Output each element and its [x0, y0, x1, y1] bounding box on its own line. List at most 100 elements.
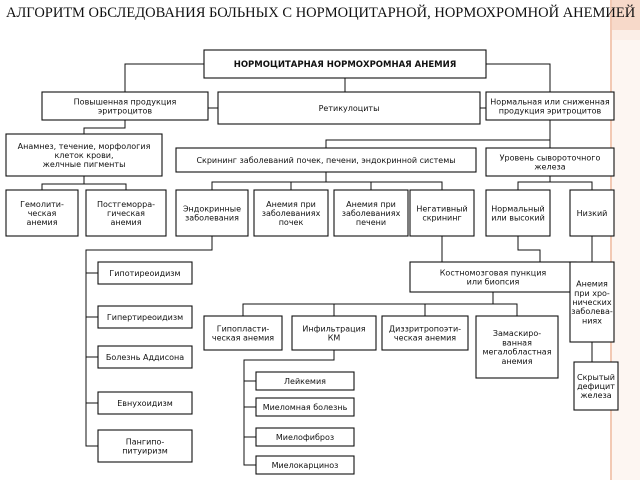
node-label-line: мегалобластная [482, 348, 551, 357]
node-label-line: питуиризм [122, 447, 168, 456]
node-label-line: НОРМОЦИТАРНАЯ НОРМОХРОМНАЯ АНЕМИЯ [234, 60, 457, 70]
node-box [485, 189, 551, 237]
connector-line [211, 172, 327, 190]
node-hyperthyroidism: Гипертиреоидизм [97, 305, 193, 329]
node-box [255, 455, 355, 475]
node-label-line: железа [534, 163, 565, 172]
node-reticulocytes: Ретикулоциты [217, 91, 481, 125]
node-label-line: Ретикулоциты [319, 104, 380, 113]
node-box [41, 91, 209, 121]
node-label-line: при хро- [574, 289, 610, 298]
connector-line [242, 292, 494, 316]
node-label-line: ческая [28, 209, 57, 218]
node-label-line: Диззритропоэти- [389, 324, 461, 333]
node-label-line: ческая анемия [394, 334, 456, 343]
node-label-line: Гипотиреоидизм [109, 269, 180, 278]
node-hypothyroidism: Гипотиреоидизм [97, 261, 193, 285]
node-label-line: Низкий [577, 209, 608, 218]
node-box [175, 147, 477, 173]
node-box [381, 315, 469, 351]
node-label-line: КМ [328, 334, 341, 343]
node-box [333, 189, 409, 237]
node-box [97, 391, 193, 415]
node-box [97, 261, 193, 285]
node-label-line: Постгеморра- [97, 200, 155, 209]
node-label-line: заболеваниях [342, 209, 401, 218]
node-label-line: ванная [502, 338, 532, 347]
node-root: НОРМОЦИТАРНАЯ НОРМОХРОМНАЯ АНЕМИЯ [203, 49, 487, 79]
connector-line [517, 236, 541, 262]
node-box [5, 133, 163, 177]
node-box [485, 147, 615, 177]
node-label-line: Анемия при [346, 200, 396, 209]
connector-line [486, 63, 551, 92]
node-label-line: ниях [582, 316, 602, 325]
node-myelofibrosis: Миелофиброз [255, 427, 355, 447]
node-box [85, 189, 167, 237]
node-label-line: Анемия при [266, 200, 316, 209]
connector-line [41, 176, 85, 190]
node-label-line: Миелокарциноз [272, 461, 339, 470]
node-box [255, 371, 355, 391]
node-label-line: Лейкемия [284, 377, 326, 386]
connectors [41, 63, 593, 466]
node-box [409, 261, 577, 293]
node-box [97, 429, 193, 463]
node-label-line: Негативный [416, 204, 467, 213]
node-label-line: желчные пигменты [43, 160, 126, 169]
node-label-line: Скрытый [577, 373, 615, 382]
node-label-line: Гипопласти- [217, 324, 270, 333]
connector-line [243, 350, 335, 466]
node-label-line: Гипертиреоидизм [107, 313, 183, 322]
node-label-line: заболевания [185, 214, 239, 223]
node-label-line: или высокий [491, 214, 545, 223]
node-eunuchoidism: Евнухоидизм [97, 391, 193, 415]
node-label-line: Костномозговая пункция [440, 268, 547, 277]
node-box [203, 49, 487, 79]
boxes: НОРМОЦИТАРНАЯ НОРМОХРОМНАЯ АНЕМИЯ Повышен… [5, 49, 619, 475]
node-label-line: Скрининг заболеваний почек, печени, эндо… [196, 156, 455, 165]
connector-line [85, 236, 213, 447]
node-label-line: Инфильтрация [302, 324, 365, 333]
node-label-line: железа [580, 391, 611, 400]
node-label-line: анемия [110, 218, 141, 227]
node-myelocarcinosis: Миелокарциноз [255, 455, 355, 475]
connector-line [83, 120, 126, 134]
node-label-line: почек [279, 218, 304, 227]
node-label-line: гическая [107, 209, 145, 218]
node-label-line: нических [572, 298, 612, 307]
node-box [291, 315, 377, 351]
connector-line [493, 303, 518, 316]
node-box [203, 315, 283, 351]
node-label-line: печени [356, 218, 386, 227]
node-label-line: эритроцитов [98, 107, 153, 116]
node-box [97, 345, 193, 369]
node-label-line: анемия [501, 357, 532, 366]
node-label-line: заболеваниях [262, 209, 321, 218]
node-leukemia: Лейкемия [255, 371, 355, 391]
node-hypoplastic: Гипопласти-ческая анемия [203, 315, 283, 351]
node-label-line: Евнухоидизм [117, 399, 173, 408]
node-box [409, 189, 475, 237]
node-myeloma: Миеломная болезнь [255, 397, 355, 417]
node-low: Низкий [569, 189, 615, 237]
node-box [485, 91, 615, 121]
node-screening: Скрининг заболеваний почек, печени, эндо… [175, 147, 477, 173]
node-box [569, 189, 615, 237]
connector-line [550, 181, 593, 190]
node-label-line: Миеломная болезнь [263, 403, 348, 412]
